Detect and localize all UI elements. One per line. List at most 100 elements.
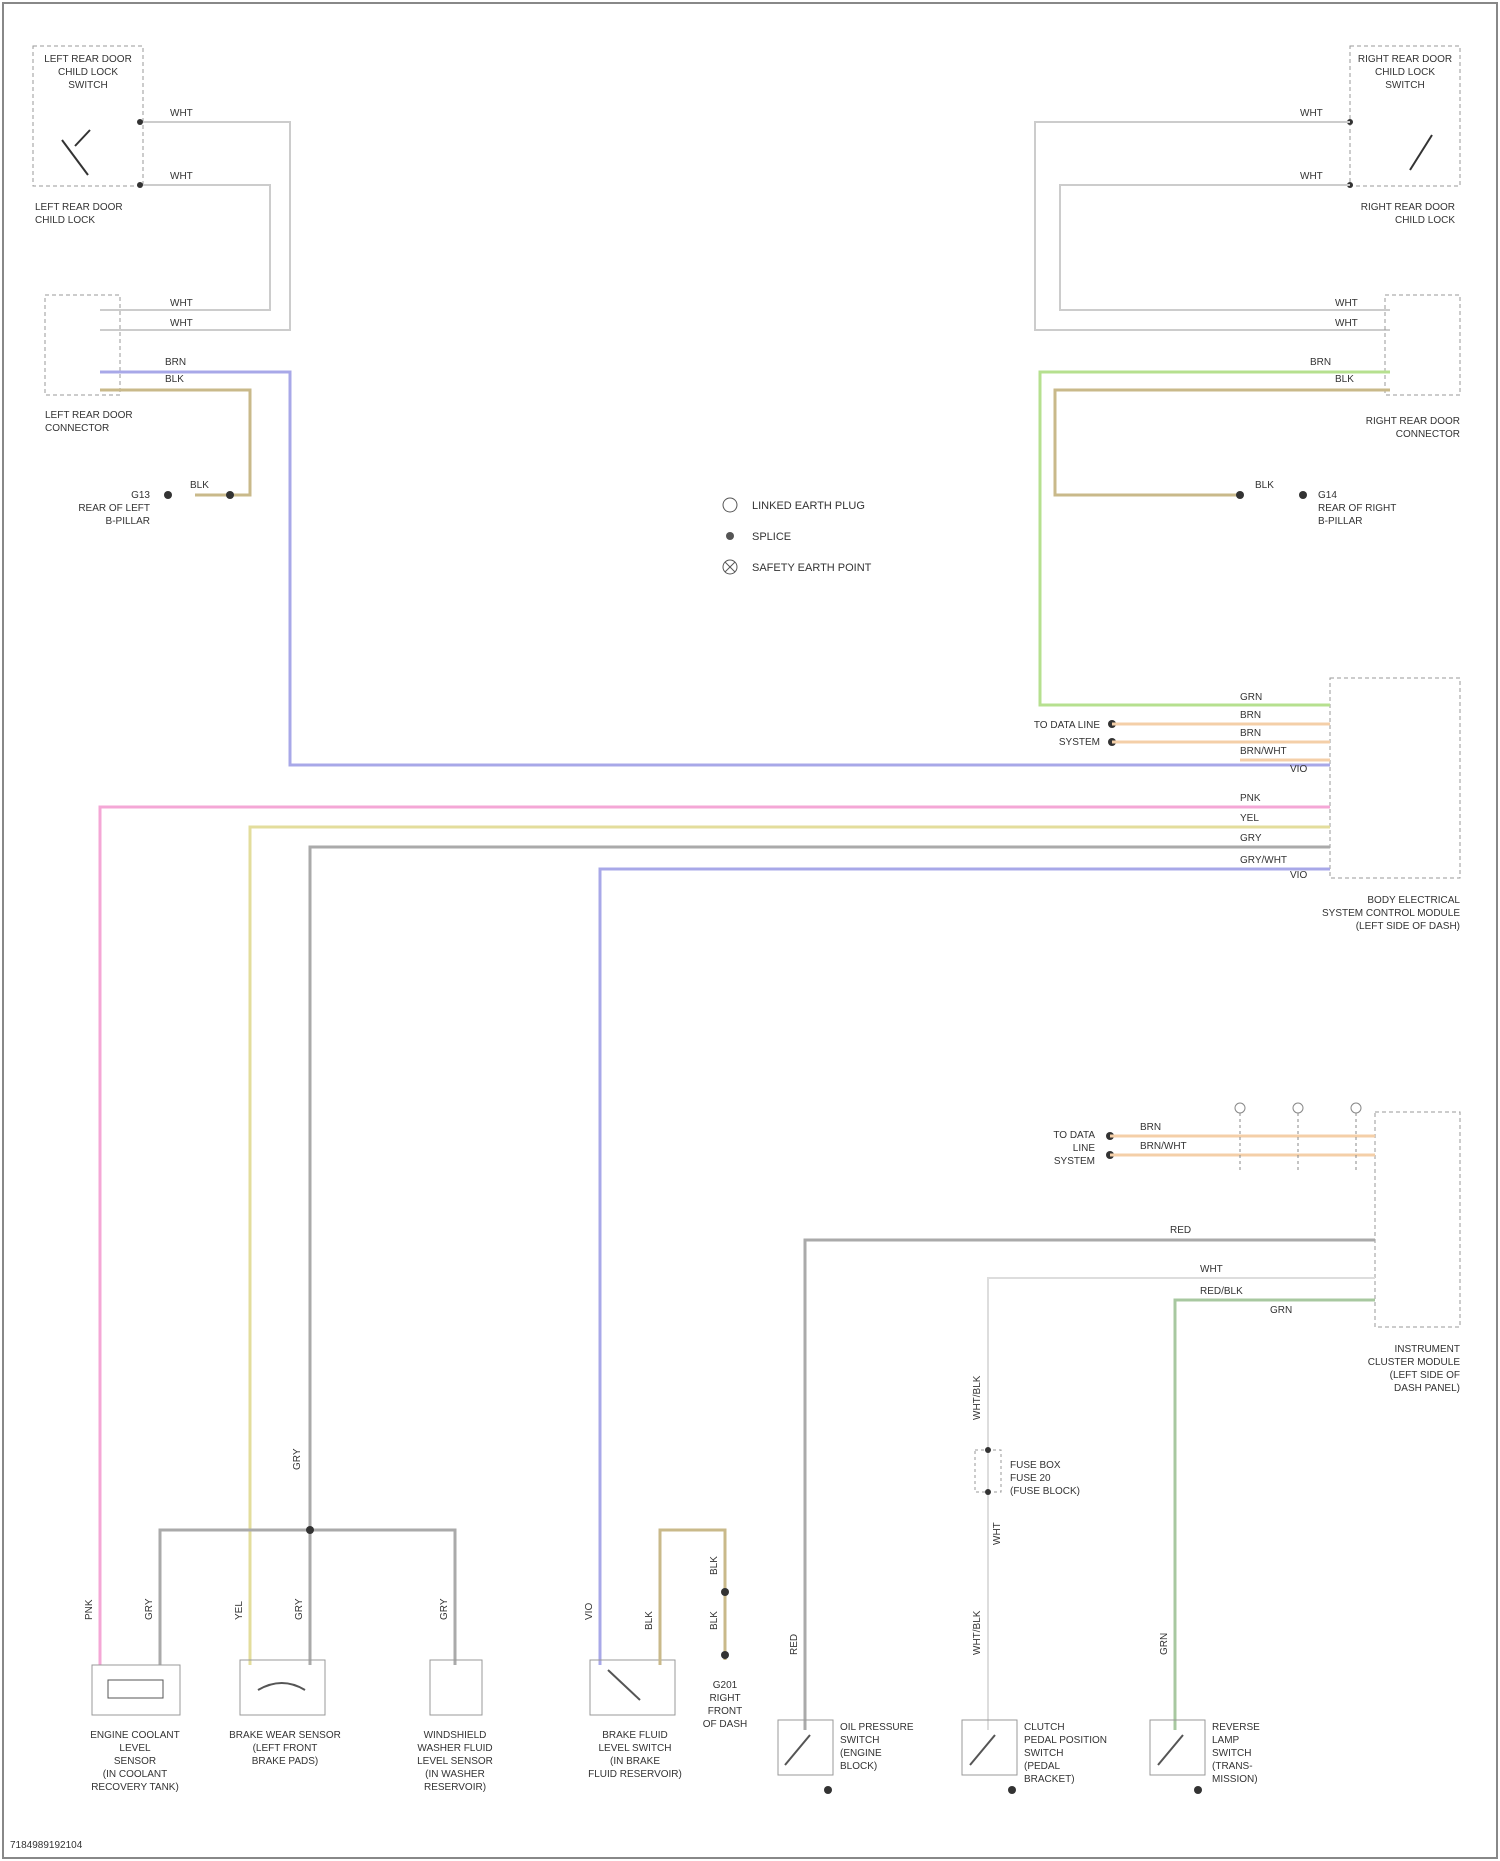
fuse-box: FUSE BOX FUSE 20 (FUSE BLOCK): [975, 1447, 1080, 1497]
coolant-label-5: RECOVERY TANK): [91, 1782, 179, 1793]
lh-door-sub-label-2: CHILD LOCK: [35, 215, 95, 226]
lh-ground-label-3: B-PILLAR: [106, 516, 150, 527]
coolant-sensor: ENGINE COOLANT LEVEL SENSOR (IN COOLANT …: [90, 1665, 180, 1793]
wire-label-vio-1: VIO: [1290, 764, 1307, 775]
body-module-label-3: (LEFT SIDE OF DASH): [1356, 921, 1460, 932]
brake-wear-label-2: (LEFT FRONT: [253, 1743, 318, 1754]
lh-connector-label-2: CONNECTOR: [45, 423, 109, 434]
fluid-switch-label-1: BRAKE FLUID: [602, 1730, 668, 1741]
oil-label-1: OIL PRESSURE: [840, 1722, 914, 1733]
lh-door-switch: LEFT REAR DOOR CHILD LOCK SWITCH LEFT RE…: [33, 46, 143, 226]
wire-label-gry-4: GRY: [294, 1598, 305, 1620]
wire-label-grn-1: GRN: [1240, 692, 1262, 703]
cluster-side-3: SYSTEM: [1054, 1156, 1095, 1167]
wire-label-brn-1: BRN: [165, 357, 186, 368]
rh-switch-wires: WHT WHT: [1035, 108, 1390, 330]
rh-door-sub-label-2: CHILD LOCK: [1395, 215, 1455, 226]
legend-item-2: SPLICE: [752, 531, 791, 543]
cluster-side-1: TO DATA: [1053, 1130, 1095, 1141]
coolant-label-3: SENSOR: [114, 1756, 156, 1767]
oil-pressure-switch: RED OIL PRESSURE SWITCH (ENGINE BLOCK): [778, 1634, 914, 1794]
wire-label-grn-2: GRN: [1270, 1305, 1292, 1316]
body-module-label-2: SYSTEM CONTROL MODULE: [1322, 908, 1460, 919]
wire-label-wht-blk-1: WHT/BLK: [972, 1375, 983, 1420]
wire-label-pnk-1: PNK: [1240, 793, 1261, 804]
wire-label-red-1: RED: [1170, 1225, 1191, 1236]
lh-connector: WHT WHT BRN BLK LEFT REAR DOOR CONNECTOR: [45, 295, 193, 434]
diagram-frame: [3, 3, 1497, 1858]
reverse-label-2: LAMP: [1212, 1735, 1240, 1746]
wire-label-vio-2: VIO: [1290, 870, 1307, 881]
lh-ground-label-1: G13: [131, 490, 150, 501]
fuse-box-label-3: (FUSE BLOCK): [1010, 1486, 1080, 1497]
wire-label-gry-3: GRY: [144, 1598, 155, 1620]
fluid-switch-label-4: FLUID RESERVOIR): [588, 1769, 682, 1780]
cluster-label-4: DASH PANEL): [1394, 1383, 1460, 1394]
fluid-switch-label-2: LEVEL SWITCH: [599, 1743, 672, 1754]
reverse-label-5: MISSION): [1212, 1774, 1258, 1785]
clutch-label-2: PEDAL POSITION: [1024, 1735, 1107, 1746]
rh-connector: WHT WHT BRN BLK RIGHT REAR DOOR CONNECTO…: [1310, 295, 1460, 440]
reverse-switch: GRN REVERSE LAMP SWITCH (TRANS- MISSION): [1150, 1633, 1260, 1794]
lh-door-switch-label-3: SWITCH: [68, 80, 107, 91]
fuse-box-label-1: FUSE BOX: [1010, 1460, 1061, 1471]
legend-item-1: LINKED EARTH PLUG: [752, 500, 865, 512]
wire-label-blk-5: BLK: [709, 1556, 720, 1575]
rh-ground-label-1: G14: [1318, 490, 1337, 501]
clutch-label-5: BRACKET): [1024, 1774, 1075, 1785]
wire-label-blk-2: BLK: [190, 480, 209, 491]
brake-wear-label-3: BRAKE PADS): [252, 1756, 319, 1767]
ground-lower-label-2: RIGHT: [709, 1693, 740, 1704]
oil-label-4: BLOCK): [840, 1761, 877, 1772]
lh-door-switch-label-2: CHILD LOCK: [58, 67, 118, 78]
legend: LINKED EARTH PLUG SPLICE SAFETY EARTH PO…: [723, 498, 872, 574]
wire-label-gry-1: GRY: [1240, 833, 1262, 844]
rh-connector-label-1: RIGHT REAR DOOR: [1366, 416, 1460, 427]
reverse-label-4: (TRANS-: [1212, 1761, 1253, 1772]
lh-door-sub-label-1: LEFT REAR DOOR: [35, 202, 123, 213]
brake-wear-label-1: BRAKE WEAR SENSOR: [229, 1730, 341, 1741]
clutch-label-1: CLUTCH: [1024, 1722, 1065, 1733]
lh-door-switch-label-1: LEFT REAR DOOR: [44, 54, 132, 65]
lh-ground-label-2: REAR OF LEFT: [78, 503, 150, 514]
rh-door-switch-label-3: SWITCH: [1385, 80, 1424, 91]
clutch-switch: WHT/BLK WHT/BLK WHT CLUTCH PEDAL POSITIO…: [962, 1375, 1107, 1794]
wire-label-blk-7: BLK: [644, 1611, 655, 1630]
footer-code: 7184989192104: [10, 1840, 83, 1851]
wire-label-yel-1: YEL: [1240, 813, 1259, 824]
wire-label-blk-3: BLK: [1335, 374, 1354, 385]
ground-lower-label-3: FRONT: [708, 1706, 742, 1717]
rh-ground-label-2: REAR OF RIGHT: [1318, 503, 1396, 514]
wire-label-brn-5: BRN: [1140, 1122, 1161, 1133]
lh-switch-wires: WHT WHT: [100, 108, 290, 330]
brake-fluid-switch: BLK BLK BLK BRAKE FLUID LEVEL SWITCH (IN…: [588, 1530, 747, 1780]
rh-door-switch-label-1: RIGHT REAR DOOR: [1358, 54, 1452, 65]
fluid-switch-label-3: (IN BRAKE: [610, 1756, 660, 1767]
wire-label-pnk-2: PNK: [84, 1599, 95, 1620]
wire-label-wht-1: WHT: [170, 108, 193, 119]
wire-label-yel-2: YEL: [234, 1601, 245, 1620]
wire-label-wht-4: WHT: [170, 318, 193, 329]
wire-label-brn-2: BRN: [1310, 357, 1331, 368]
washer-label-5: RESERVOIR): [424, 1782, 486, 1793]
wire-label-brn-3: BRN: [1240, 710, 1261, 721]
instrument-cluster: INSTRUMENT CLUSTER MODULE (LEFT SIDE OF …: [1053, 1103, 1460, 1394]
wire-label-blk-6: BLK: [709, 1611, 720, 1630]
clutch-label-3: SWITCH: [1024, 1748, 1063, 1759]
cluster-label-3: (LEFT SIDE OF: [1390, 1370, 1460, 1381]
reverse-label-1: REVERSE: [1212, 1722, 1260, 1733]
wire-label-gry-wht-1: GRY/WHT: [1240, 855, 1287, 866]
coolant-label-2: LEVEL: [119, 1743, 151, 1754]
ground-lower-label-4: OF DASH: [703, 1719, 747, 1730]
lh-connector-label-1: LEFT REAR DOOR: [45, 410, 133, 421]
washer-label-4: (IN WASHER: [425, 1769, 485, 1780]
body-module-label-1: BODY ELECTRICAL: [1367, 895, 1460, 906]
cluster-wires: RED WHT RED/BLK GRN: [805, 1225, 1375, 1730]
body-module-wires: GRN BRN BRN BRN/WHT VIO PNK YEL GRY GRY/…: [100, 372, 1390, 1665]
wire-label-wht-6: WHT: [1300, 171, 1323, 182]
wire-label-red-2: RED: [789, 1634, 800, 1655]
wire-label-wht-10: WHT: [992, 1522, 1003, 1545]
oil-label-2: SWITCH: [840, 1735, 879, 1746]
wire-label-red-blk-1: RED/BLK: [1200, 1286, 1243, 1297]
wire-label-grn-3: GRN: [1159, 1633, 1170, 1655]
